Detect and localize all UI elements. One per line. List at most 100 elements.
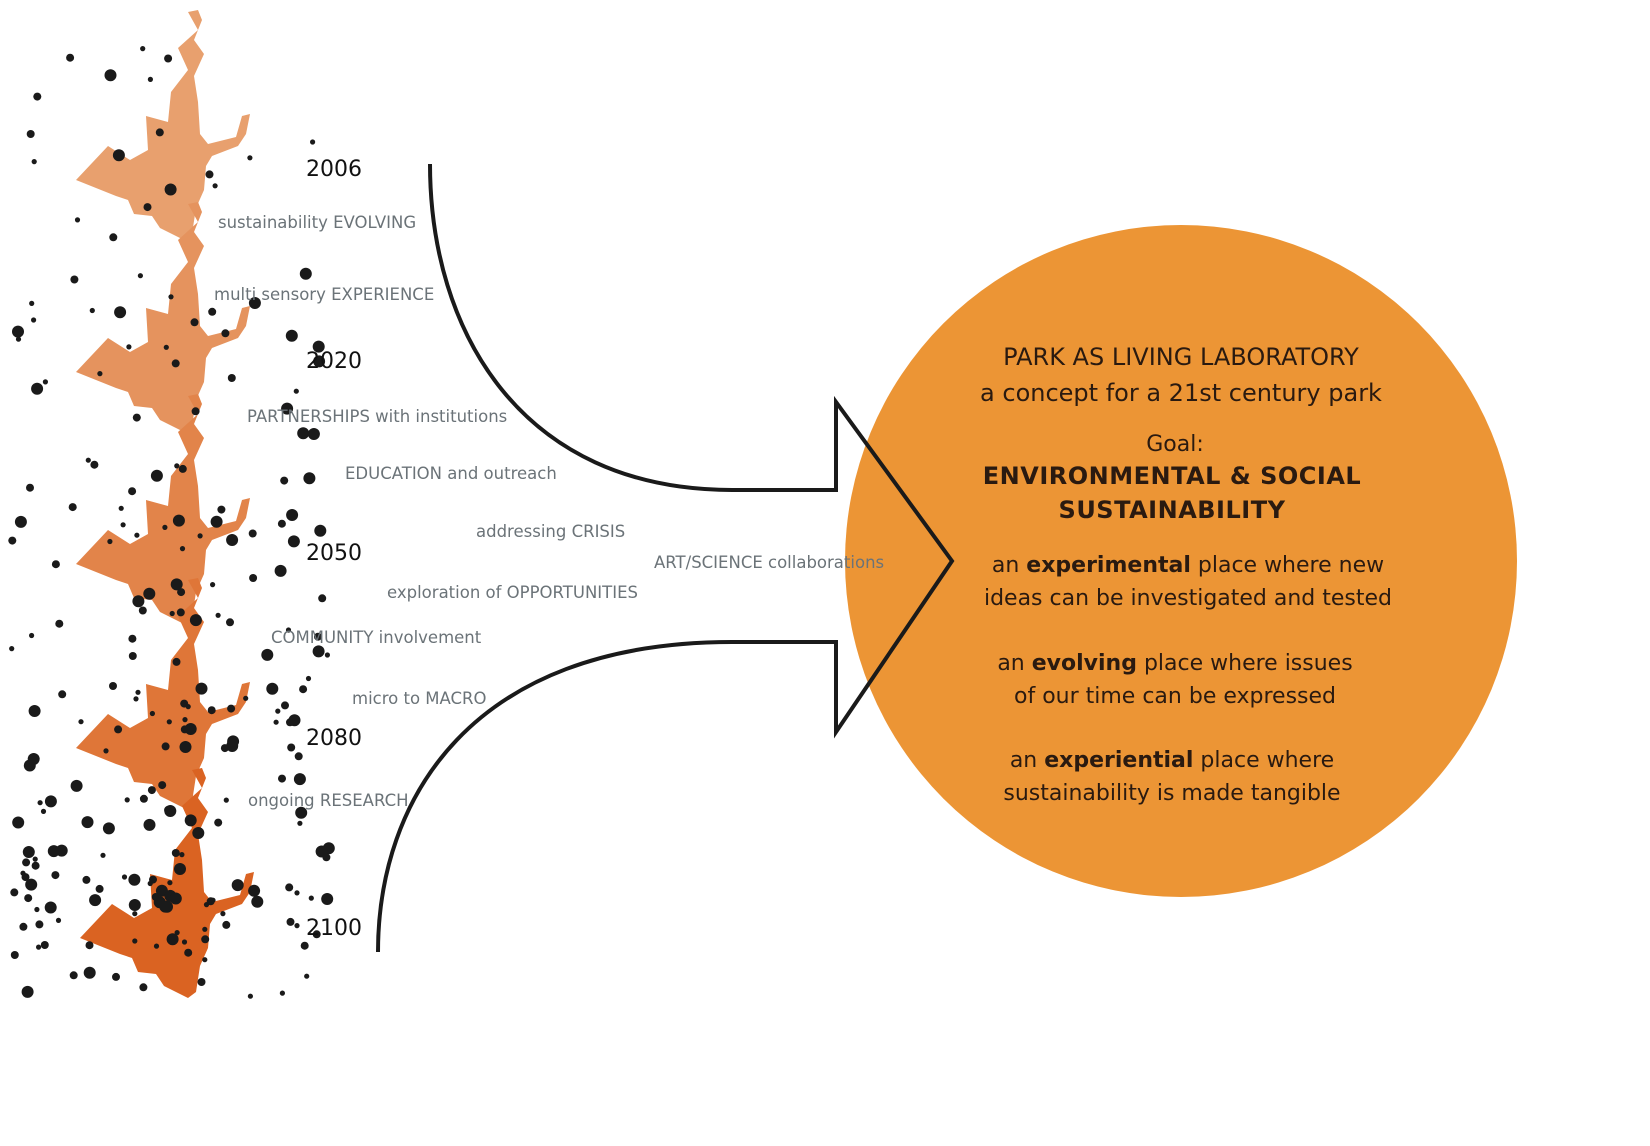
theme-label: micro to MACRO [352, 689, 487, 708]
activity-dot [82, 875, 91, 884]
activity-dot [31, 159, 37, 165]
theme-label: COMMUNITY involvement [271, 628, 482, 647]
activity-dot [139, 794, 148, 803]
activity-dot [132, 413, 141, 422]
activity-dot [202, 957, 208, 963]
statement-experiential-line2: sustainability is made tangible [1003, 781, 1340, 806]
activity-dot [313, 355, 326, 368]
activity-dot [166, 933, 179, 946]
theme-label: multi sensory EXPERIENCE [214, 285, 434, 304]
activity-dot [307, 428, 320, 440]
activity-dot [12, 816, 25, 829]
activity-dot [280, 476, 289, 485]
activity-dot [44, 795, 57, 808]
activity-dot [55, 619, 64, 628]
activity-dot [153, 943, 160, 949]
activity-dot [32, 856, 38, 862]
year-label-2100: 2100 [306, 916, 362, 941]
activity-dot [226, 534, 239, 546]
activity-dot [279, 990, 285, 996]
activity-dot [294, 923, 300, 929]
activity-dot [21, 985, 34, 998]
activity-dot [66, 53, 75, 62]
activity-dot [121, 874, 128, 880]
activity-dot [179, 852, 185, 858]
activity-dot [132, 595, 145, 608]
activity-dot [22, 858, 31, 867]
statement-evolving: an evolving place where issues [997, 651, 1352, 676]
activity-dot [29, 300, 35, 306]
activity-dots [8, 46, 335, 999]
activity-dot [177, 588, 186, 597]
activity-dot [40, 808, 47, 815]
activity-dot [190, 318, 199, 327]
activity-dot [126, 344, 132, 350]
activity-dot [287, 743, 296, 752]
activity-dot [85, 457, 91, 463]
activity-dot [261, 648, 274, 661]
activity-dot [137, 273, 143, 279]
activity-dot [85, 941, 94, 950]
activity-dot [227, 374, 236, 382]
activity-dot [161, 742, 170, 751]
activity-dot [304, 973, 310, 979]
activity-dot [285, 627, 292, 633]
activity-dot [143, 587, 156, 600]
activity-dot [247, 993, 253, 999]
activity-dot [226, 618, 234, 627]
activity-dot [169, 610, 175, 617]
activity-dot [184, 814, 197, 827]
activity-dot [26, 483, 34, 492]
activity-dot [184, 948, 193, 957]
activity-dot [214, 818, 223, 827]
activity-dot [181, 939, 188, 945]
activity-dot [324, 652, 330, 658]
activity-dot [189, 614, 202, 627]
activity-dot [14, 515, 27, 528]
activity-dot [168, 294, 174, 300]
activity-dot [27, 753, 40, 765]
activity-dot [112, 149, 125, 162]
activity-dot [277, 519, 286, 528]
activity-dot [128, 873, 141, 886]
activity-dot [197, 533, 203, 539]
park-map-2006 [76, 10, 250, 240]
activity-dot [305, 675, 312, 682]
activity-dot [297, 820, 303, 826]
activity-dot [74, 217, 81, 223]
activity-dot [132, 911, 138, 917]
activity-dot [321, 893, 334, 905]
goal-label: Goal: [1146, 432, 1204, 457]
activity-dot [174, 463, 180, 469]
activity-dot [167, 880, 173, 886]
activity-dot [178, 464, 187, 473]
activity-dot [281, 701, 289, 710]
activity-dot [266, 682, 279, 695]
concept-title: PARK AS LIVING LABORATORY [1003, 343, 1359, 371]
activity-dot [314, 632, 322, 641]
activity-dot [36, 944, 42, 950]
activity-dot [293, 773, 306, 786]
activity-dot [171, 849, 180, 857]
activity-dot [210, 515, 223, 528]
activity-dot [102, 822, 115, 835]
activity-dot [20, 870, 26, 876]
activity-dot [78, 719, 84, 725]
activity-dot [25, 878, 38, 891]
activity-dot [185, 704, 191, 710]
activity-dot [35, 920, 44, 929]
activity-dot [286, 509, 299, 521]
year-label-2006: 2006 [306, 157, 362, 182]
activity-dot [140, 46, 146, 52]
activity-dot [285, 883, 294, 892]
activity-dot [312, 930, 321, 939]
activity-dot [55, 917, 62, 924]
activity-dot [299, 685, 308, 694]
activity-dot [107, 538, 113, 545]
activity-dot [220, 744, 229, 753]
activity-dot [273, 719, 279, 725]
activity-dot [207, 706, 216, 715]
activity-dot [220, 911, 226, 917]
theme-label: addressing CRISIS [476, 522, 625, 541]
activity-dot [133, 696, 139, 702]
